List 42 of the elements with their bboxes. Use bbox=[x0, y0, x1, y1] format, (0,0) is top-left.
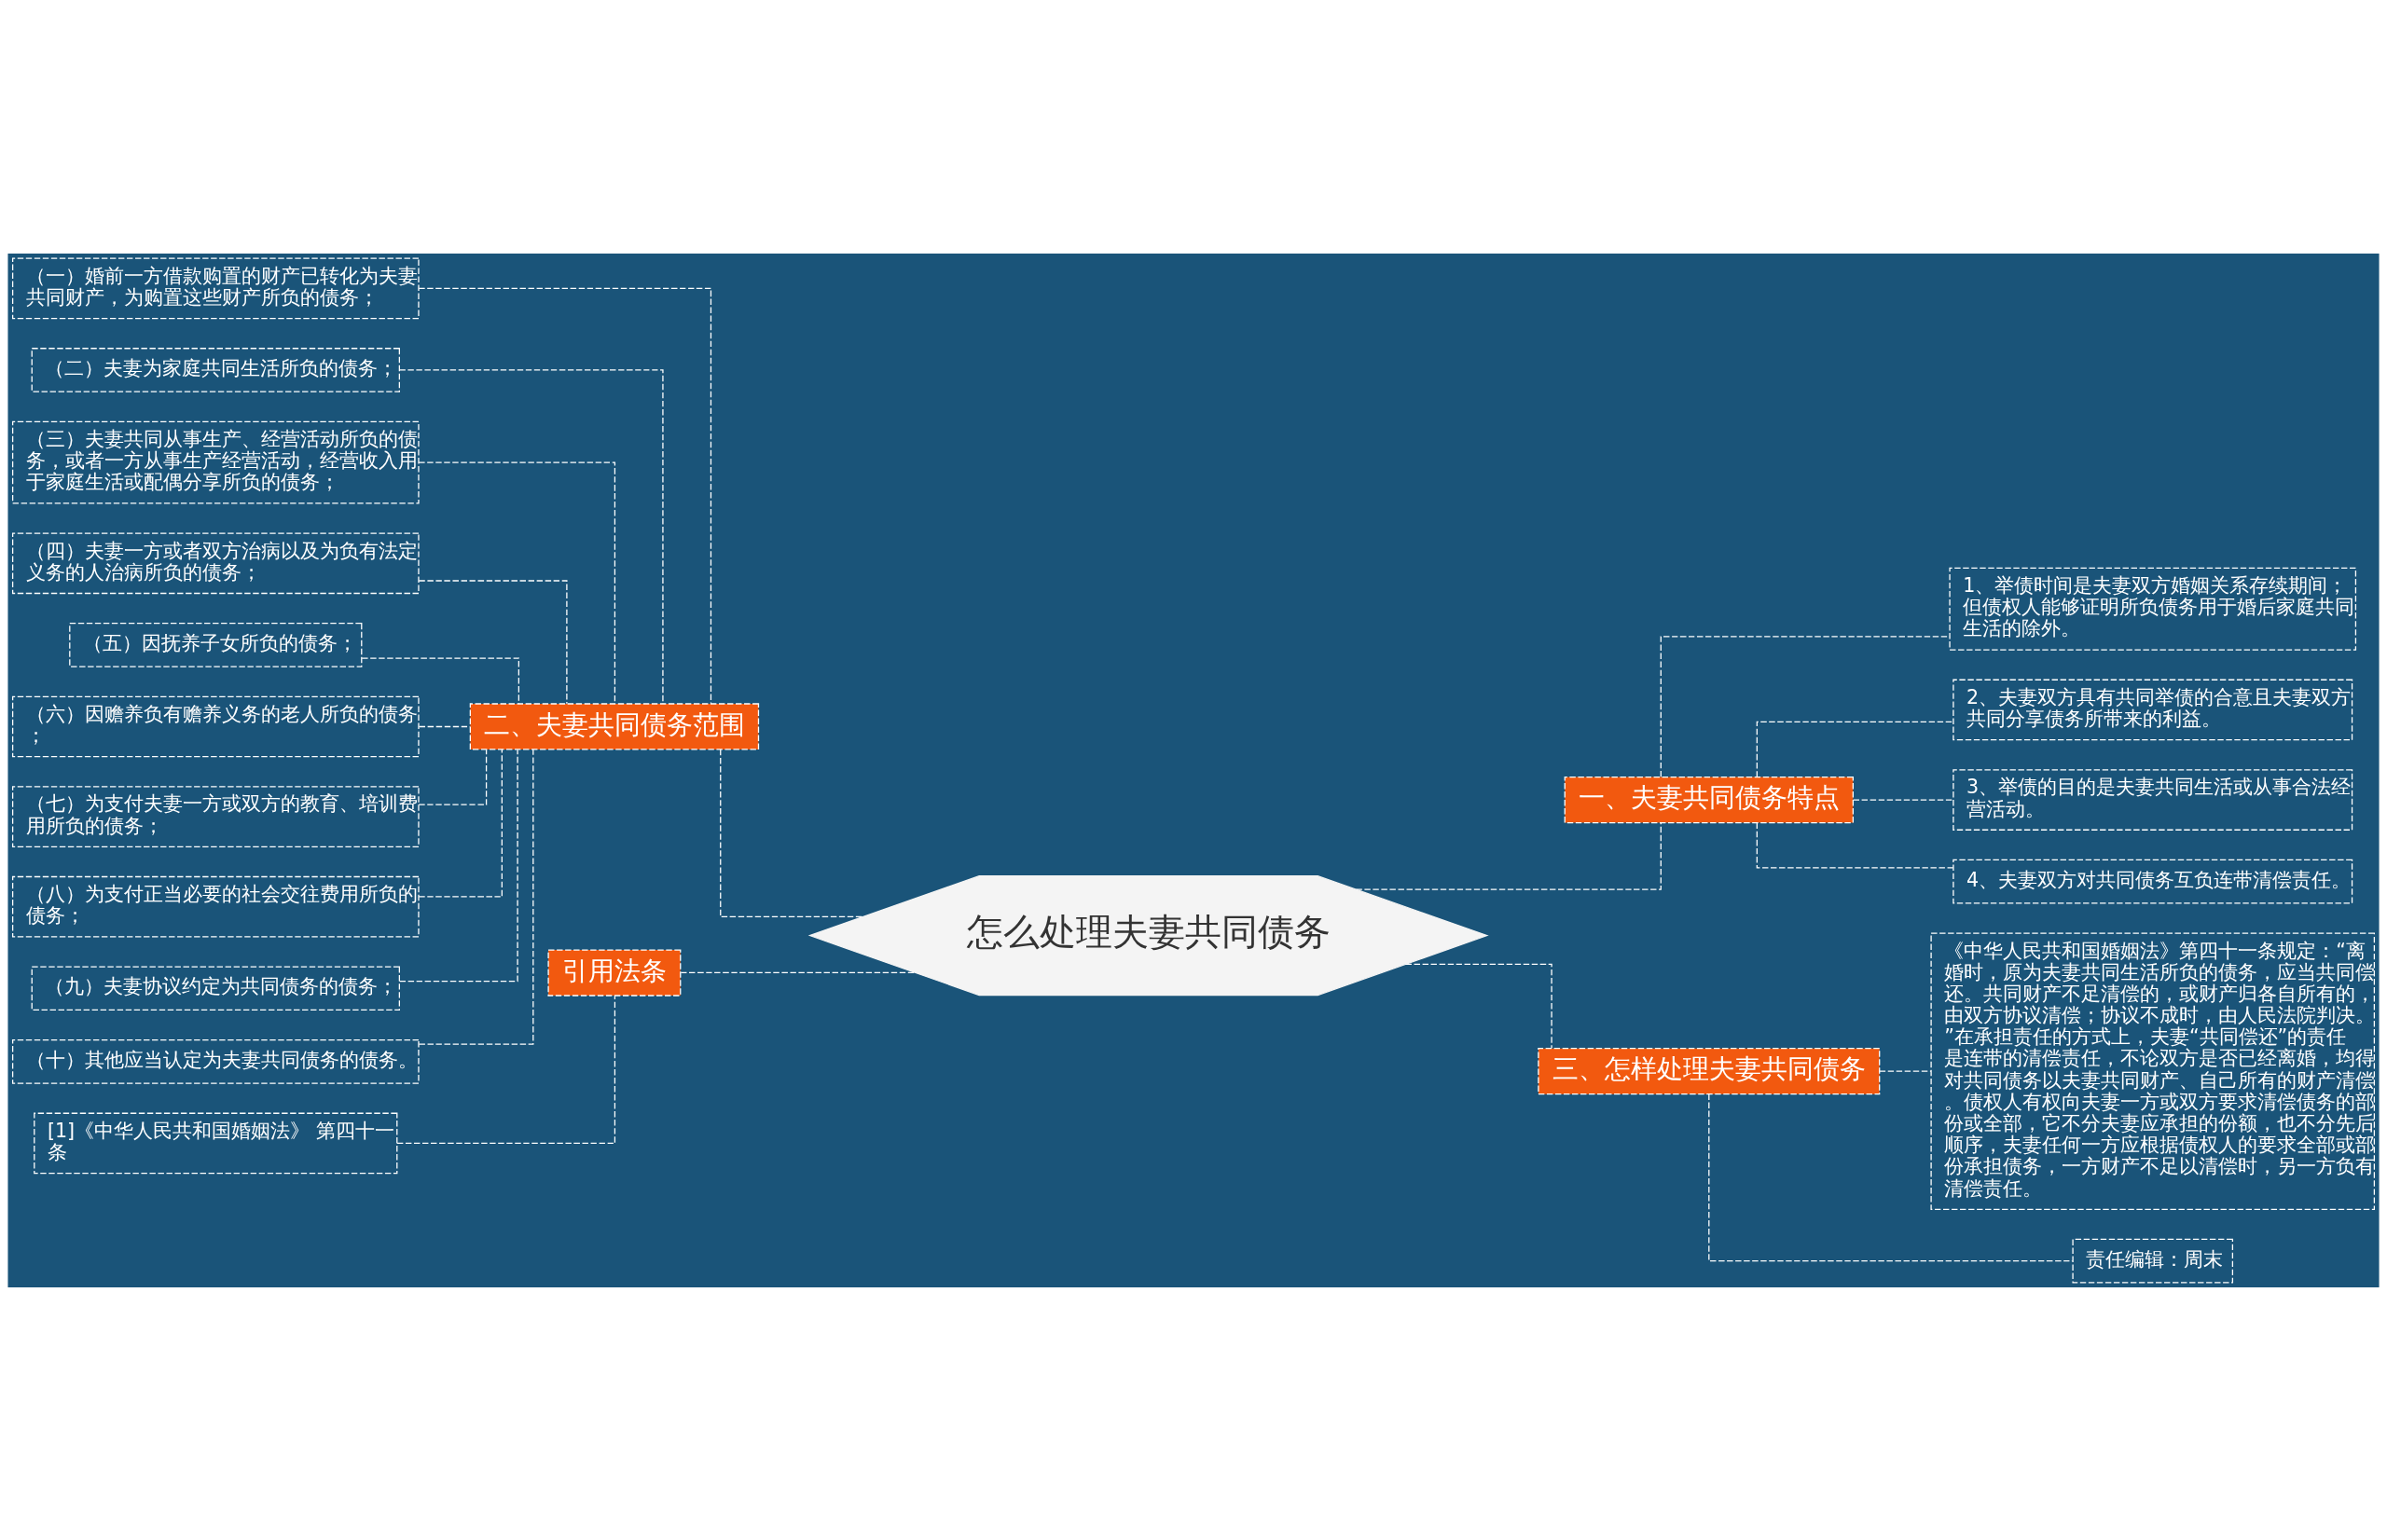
node-box: 一、夫妻共同债务特点 bbox=[1564, 776, 1855, 823]
connector bbox=[1756, 821, 1954, 869]
node-box: （九）夫妻协议约定为共同债务的债务； bbox=[31, 965, 400, 1011]
connector bbox=[1660, 635, 1951, 777]
connector bbox=[680, 971, 917, 973]
connector bbox=[398, 368, 664, 705]
node-box: 1、举债时间是夫妻双方婚姻关系存续期间；但债权人能够证明所负债务用于婚后家庭共同生活的除外。 bbox=[1949, 567, 2357, 651]
connector bbox=[1404, 963, 1552, 1049]
node-box: （六）因赡养负有赡养义务的老人所负的债务； bbox=[11, 695, 420, 757]
connector bbox=[1708, 1093, 2074, 1261]
connector bbox=[1355, 821, 1662, 890]
connector bbox=[398, 749, 518, 982]
connector bbox=[1879, 1070, 1932, 1072]
connector bbox=[418, 287, 712, 704]
node-box: 《中华人民共和国婚姻法》第四十一条规定：“离婚时，原为夫妻共同生活所负的债务，应当共同偿还。共同财产不足清偿的，或财产归各自所有的，由双方协议清偿；协议不成时，由人民法院判决。”在承担责任的方式上，夫妻“共同偿还”的责任是连带的清偿责任，不论双方是否已经离婚，均得对共同债务以夫妻共同财产、自己所有的财产清偿。债权人有权向夫妻一方或双方要求清偿债务的部份或全部，它不分夫妻应承担的份额，也不分先后顺序，夫妻任何一方应根据债权人的要求全部或部份承担债务，一方财产不足以清偿时，另一方负有清偿责任。 bbox=[1930, 931, 2376, 1210]
node-box: （四）夫妻一方或者双方治病以及为负有法定义务的人治病所负的债务； bbox=[11, 531, 420, 594]
node-box: [1]《中华人民共和国婚姻法》 第四十一条 bbox=[34, 1112, 398, 1174]
connector bbox=[418, 748, 534, 1045]
connector bbox=[418, 579, 568, 704]
node-box: （七）为支付夫妻一方或双方的教育、培训费用所负的债务； bbox=[11, 785, 420, 847]
connector bbox=[418, 725, 471, 727]
connector bbox=[1756, 721, 1954, 777]
connector bbox=[720, 748, 864, 917]
node-box: 二、夫妻共同债务范围 bbox=[469, 702, 760, 750]
node-box: 责任编辑：周末 bbox=[2072, 1238, 2234, 1283]
node-box: （二）夫妻为家庭共同生活所负的债务； bbox=[31, 347, 400, 392]
connector bbox=[418, 461, 616, 704]
node-box: 2、夫妻双方具有共同举债的合意且夫妻双方共同分享债务所带来的利益。 bbox=[1952, 679, 2353, 740]
node-box: （十）其他应当认定为夫妻共同债务的债务。 bbox=[11, 1038, 420, 1084]
node-box: （五）因抚养子女所负的债务； bbox=[69, 622, 363, 667]
node-box: 4、夫妻双方对共同债务互负连带清偿责任。 bbox=[1952, 859, 2353, 903]
node-box: 引用法条 bbox=[547, 948, 682, 997]
node-box: （三）夫妻共同从事生产、经营活动所负的债务，或者一方从事生产经营活动，经营收入用于家庭生活或配偶分享所负的债务； bbox=[11, 420, 420, 504]
connector bbox=[418, 748, 503, 898]
node-box: 3、举债的目的是夫妻共同生活或从事合法经营活动。 bbox=[1952, 768, 2353, 831]
connector bbox=[361, 656, 519, 704]
node-box: （八）为支付正当必要的社会交往费用所负的债务； bbox=[11, 875, 420, 938]
node-box: （一）婚前一方借款购置的财产已转化为夫妻共同财产，为购置这些财产所负的债务； bbox=[11, 257, 420, 319]
connector bbox=[396, 995, 616, 1144]
node-box: 三、怎样处理夫妻共同债务 bbox=[1538, 1047, 1881, 1094]
connector bbox=[1853, 798, 1954, 801]
connector bbox=[418, 749, 488, 805]
